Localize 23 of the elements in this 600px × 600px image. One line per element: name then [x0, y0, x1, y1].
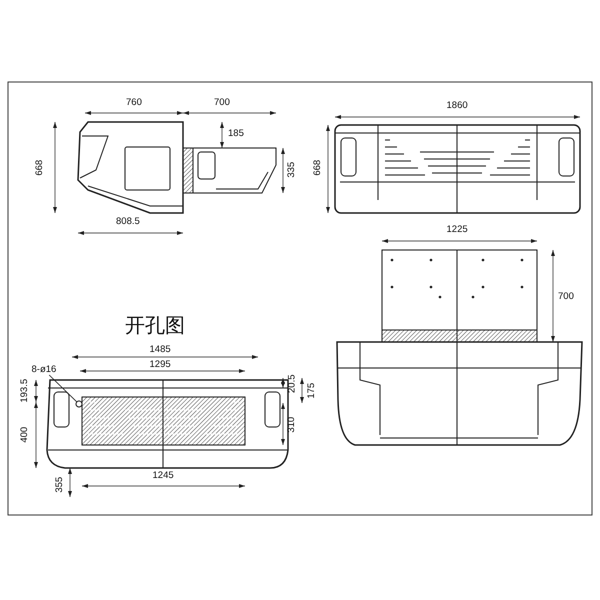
dimension-label: 668: [35, 160, 45, 176]
dimension-label: 760: [126, 98, 142, 108]
dimension-label: 808.5: [116, 217, 140, 226]
dimension-label: 1860: [446, 101, 468, 110]
dimension-label: 1295: [150, 360, 171, 369]
dimension-label: 310: [287, 416, 297, 433]
dimension-label: 175: [307, 382, 317, 399]
dimension-label: 700: [558, 292, 574, 302]
dimension-label: 193.5: [20, 378, 30, 403]
dimension-label: 1225: [446, 225, 468, 234]
view-title: 开孔图: [125, 315, 185, 335]
dimension-label: 400: [20, 426, 30, 443]
dimension-label: 1245: [152, 471, 174, 480]
dimension-label: 20.5: [287, 374, 296, 393]
mounting-hole: [76, 400, 82, 408]
dimension-label: 668: [313, 160, 323, 176]
dimension-label: 335: [287, 162, 297, 178]
leader-line: [48, 374, 78, 402]
dimension-label: 185: [228, 129, 244, 138]
callout-label: 8-ø16: [32, 365, 56, 374]
dimension-label: 700: [214, 98, 230, 108]
dimension-label: 355: [55, 476, 65, 493]
dimension-label: 1485: [150, 345, 171, 354]
